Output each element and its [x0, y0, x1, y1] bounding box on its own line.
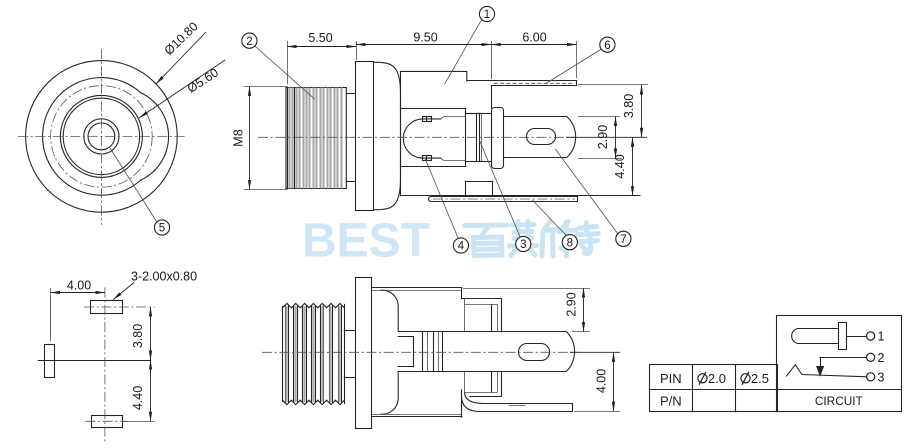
svg-text:1: 1 [484, 9, 490, 21]
svg-text:3.80: 3.80 [131, 324, 145, 348]
svg-text:3: 3 [878, 370, 885, 384]
svg-text:4: 4 [458, 241, 465, 253]
svg-text:5.50: 5.50 [308, 31, 332, 45]
svg-text:M8: M8 [232, 129, 246, 146]
svg-text:6: 6 [604, 40, 610, 52]
svg-text:7: 7 [620, 234, 626, 246]
svg-text:4.40: 4.40 [613, 154, 627, 178]
svg-text:3.80: 3.80 [622, 94, 636, 118]
svg-text:PIN: PIN [660, 371, 682, 386]
svg-text:2.90: 2.90 [565, 292, 579, 316]
svg-text:4.40: 4.40 [131, 386, 145, 410]
svg-text:8: 8 [567, 237, 573, 249]
svg-text:6.00: 6.00 [522, 31, 546, 45]
svg-text:3-2.00x0.80: 3-2.00x0.80 [131, 270, 197, 284]
svg-text:2.5: 2.5 [751, 371, 769, 386]
svg-text:4.00: 4.00 [67, 278, 91, 292]
svg-text:BEST: BEST [302, 215, 430, 268]
svg-text:5: 5 [159, 223, 165, 235]
svg-text:2.90: 2.90 [596, 125, 610, 149]
svg-text:4.00: 4.00 [595, 369, 609, 393]
svg-text:9.50: 9.50 [413, 31, 437, 45]
svg-text:Ø10.80: Ø10.80 [162, 19, 201, 58]
svg-text:CIRCUIT: CIRCUIT [815, 394, 863, 408]
svg-text:2: 2 [878, 351, 885, 365]
svg-text:P/N: P/N [660, 393, 682, 408]
svg-text:1: 1 [878, 330, 885, 344]
svg-text:3: 3 [520, 239, 526, 251]
svg-text:2: 2 [246, 36, 252, 48]
svg-text:2.0: 2.0 [708, 371, 726, 386]
svg-text:Ø5.60: Ø5.60 [185, 65, 221, 95]
